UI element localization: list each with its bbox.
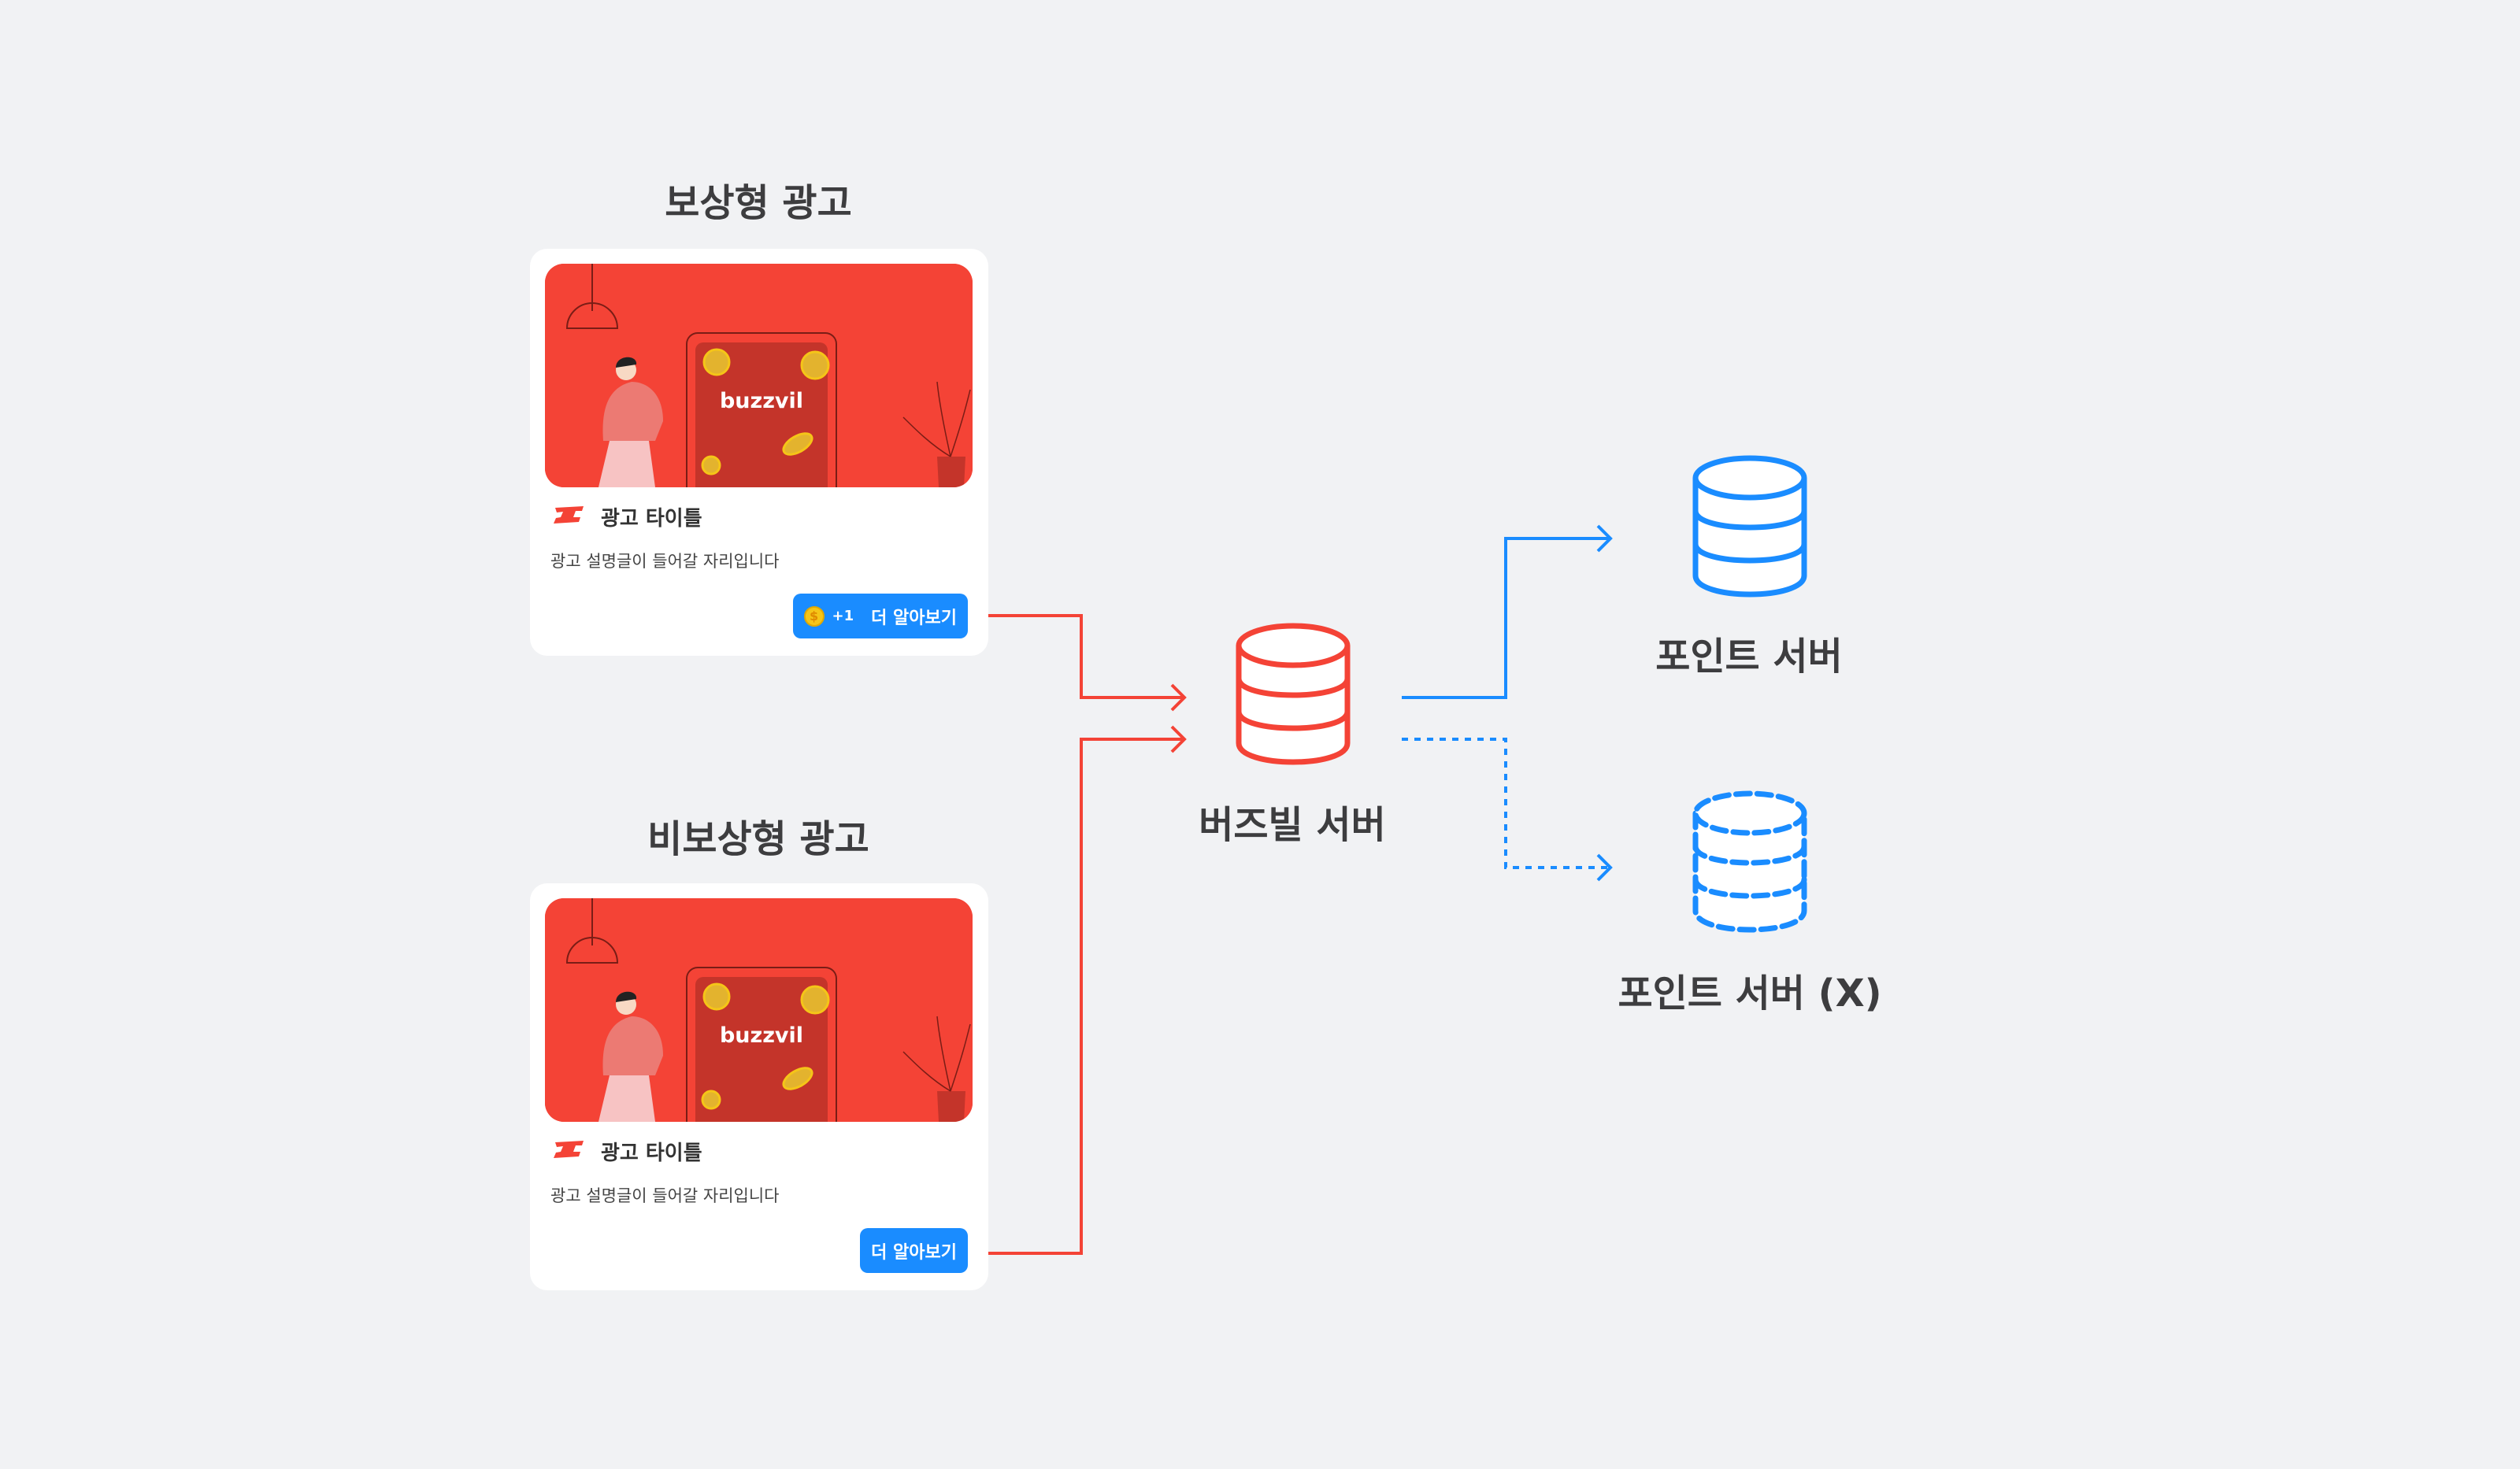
coin-icon: $: [803, 605, 825, 627]
svg-text:buzzvil: buzzvil: [720, 389, 803, 413]
buzzvil-server-label: 버즈빌 서버: [1199, 803, 1386, 847]
non-rewarded-ad-card: buzzvil 광고 타이틀 광고 설명글이 들어갈 자리입니다 더 알아보기: [530, 883, 988, 1290]
non-rewarded-arrow: [977, 738, 1184, 1255]
buzzvil-logo-icon: [552, 1139, 587, 1164]
point-server-label: 포인트 서버: [1655, 635, 1843, 679]
reward-amount: +1: [832, 608, 854, 624]
rewarded-ad-card: buzzvil 광고 타이틀 광고 설명글이 들어갈 자리입니다 $ +1 더 …: [530, 249, 988, 656]
learn-more-label: 더 알아보기: [871, 608, 957, 628]
ad-description: 광고 설명글이 들어갈 자리입니다: [550, 1186, 780, 1205]
rewarded-arrow: [977, 614, 1184, 699]
non-rewarded-ad-title: 비보상형 광고: [647, 817, 869, 861]
learn-more-button[interactable]: 더 알아보기: [860, 1228, 968, 1273]
point-server-x-database-icon: [1692, 790, 1807, 933]
learn-more-label: 더 알아보기: [871, 1242, 957, 1263]
ad-banner-image: buzzvil: [545, 898, 973, 1122]
buzzvil-server-database-icon: [1236, 623, 1351, 765]
point-server-database-icon: [1692, 455, 1807, 598]
ad-description: 광고 설명글이 들어갈 자리입니다: [550, 552, 780, 571]
buzzvil-logo-icon: [552, 505, 587, 529]
rewarded-ad-title: 보상형 광고: [665, 181, 852, 225]
ad-title: 광고 타이틀: [601, 1142, 702, 1165]
point-server-arrow: [1402, 537, 1610, 699]
ad-title: 광고 타이틀: [601, 507, 702, 531]
learn-more-button[interactable]: $ +1 더 알아보기: [792, 594, 968, 638]
svg-text:buzzvil: buzzvil: [720, 1023, 803, 1048]
point-server-x-label: 포인트 서버 (X): [1618, 971, 1882, 1016]
point-server-x-arrow: [1402, 738, 1610, 869]
ad-banner-image: buzzvil: [545, 264, 973, 487]
